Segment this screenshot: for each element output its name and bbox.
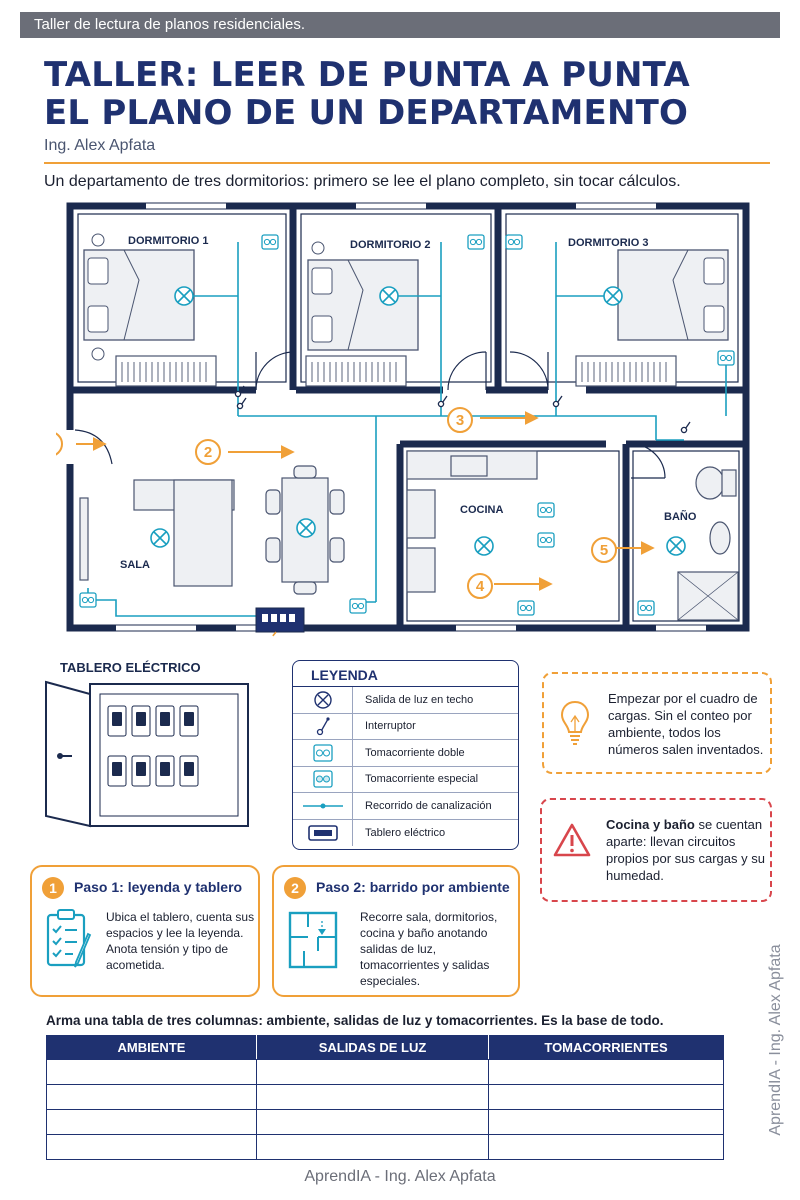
panel-icon bbox=[307, 824, 338, 841]
table-caption: Arma una tabla de tres columnas: ambient… bbox=[46, 1013, 664, 1028]
side-watermark: AprendIA - Ing. Alex Apfata bbox=[767, 944, 784, 1136]
room-label-bano: BAÑO bbox=[664, 510, 697, 523]
route-marker-4: 4 bbox=[476, 578, 485, 595]
conduit-icon bbox=[302, 803, 343, 809]
page-title: TALLER: LEER DE PUNTA A PUNTA EL PLANO D… bbox=[44, 56, 764, 132]
step-number: 1 bbox=[42, 877, 64, 899]
divider bbox=[44, 162, 770, 164]
room-label-sala: SALA bbox=[120, 559, 150, 571]
step-card-1: 1 Paso 1: leyenda y tablero Ubica el tab… bbox=[30, 865, 260, 997]
warning-icon bbox=[553, 823, 591, 857]
step-number: 2 bbox=[284, 877, 306, 899]
legend-label: Tablero eléctrico bbox=[365, 826, 446, 839]
warning-bold: Cocina y baño bbox=[606, 817, 695, 832]
room-label-dormitorio-1: DORMITORIO 1 bbox=[128, 235, 208, 247]
warning-note: Cocina y baño se cuentan aparte: llevan … bbox=[540, 798, 772, 902]
room-label-dormitorio-3: DORMITORIO 3 bbox=[568, 237, 648, 249]
legend-label: Tomacorriente doble bbox=[365, 746, 465, 759]
column-header: AMBIENTE bbox=[46, 1035, 257, 1060]
ceiling-light-icon bbox=[313, 691, 332, 709]
column-header: SALIDAS DE LUZ bbox=[256, 1035, 489, 1060]
floor-plan-icon bbox=[288, 911, 338, 969]
top-banner: Taller de lectura de planos residenciale… bbox=[20, 12, 780, 38]
legend-label: Salida de luz en techo bbox=[365, 693, 474, 706]
double-outlet-icon bbox=[312, 744, 333, 762]
step-text: Ubica el tablero, cuenta sus espacios y … bbox=[106, 910, 255, 972]
switch-icon bbox=[316, 717, 330, 736]
legend-row: Interruptor bbox=[293, 713, 518, 740]
room-label-cocina: COCINA bbox=[460, 504, 503, 516]
step-text: Recorre sala, dormitorios, cocina y baño… bbox=[360, 910, 498, 988]
table-row bbox=[46, 1134, 724, 1160]
floor-plan: 1 2 3 4 5 DORMITORIO 1 DORMITORIO 2 DORM… bbox=[56, 202, 750, 638]
legend-row: Recorrido de canalización bbox=[293, 793, 518, 820]
legend-label: Interruptor bbox=[365, 720, 416, 733]
title-line-2: EL PLANO DE UN DEPARTAMENTO bbox=[44, 93, 689, 133]
route-marker-3: 3 bbox=[456, 412, 464, 429]
room-label-dormitorio-2: DORMITORIO 2 bbox=[350, 239, 430, 251]
legend-row: Tomacorriente especial bbox=[293, 766, 518, 793]
title-line-1: TALLER: LEER DE PUNTA A PUNTA bbox=[44, 55, 690, 95]
route-marker-2: 2 bbox=[204, 444, 212, 461]
table-row bbox=[46, 1084, 724, 1110]
table-row bbox=[46, 1059, 724, 1085]
legend-row: Tablero eléctrico bbox=[293, 819, 518, 846]
step-title: Paso 1: leyenda y tablero bbox=[74, 879, 243, 895]
column-header: TOMACORRIENTES bbox=[488, 1035, 724, 1060]
legend-row: Tomacorriente doble bbox=[293, 740, 518, 767]
conduit-lines bbox=[87, 242, 727, 617]
intro-text: Un departamento de tres dormitorios: pri… bbox=[44, 173, 681, 190]
warning-rest: se cuentan aparte: llevan circuitos prop… bbox=[606, 817, 765, 883]
legend-label: Recorrido de canalización bbox=[365, 799, 492, 812]
author: Ing. Alex Apfata bbox=[44, 137, 156, 154]
footer: AprendIA - Ing. Alex Apfata bbox=[304, 1168, 496, 1185]
table-row bbox=[46, 1109, 724, 1135]
legend: LEYENDA Salida de luz en techo Interrupt… bbox=[292, 660, 519, 850]
panel-title: TABLERO ELÉCTRICO bbox=[60, 660, 201, 675]
clipboard-checklist-icon bbox=[46, 909, 92, 968]
tip-text: Empezar por el cuadro de cargas. Sin el … bbox=[608, 691, 764, 757]
tip-note: Empezar por el cuadro de cargas. Sin el … bbox=[542, 672, 772, 774]
legend-title: LEYENDA bbox=[293, 661, 518, 687]
step-card-2: 2 Paso 2: barrido por ambiente Recorre s… bbox=[272, 865, 520, 997]
legend-row: Salida de luz en techo bbox=[293, 687, 518, 714]
lightbulb-icon bbox=[560, 700, 590, 745]
legend-label: Tomacorriente especial bbox=[365, 773, 479, 786]
special-outlet-icon bbox=[312, 770, 333, 788]
route-marker-5: 5 bbox=[600, 542, 608, 559]
electrical-panel-drawing bbox=[45, 680, 249, 828]
step-title: Paso 2: barrido por ambiente bbox=[316, 879, 510, 895]
summary-table: AMBIENTE SALIDAS DE LUZ TOMACORRIENTES bbox=[46, 1035, 724, 1160]
warning-text: Cocina y baño se cuentan aparte: llevan … bbox=[606, 816, 768, 884]
